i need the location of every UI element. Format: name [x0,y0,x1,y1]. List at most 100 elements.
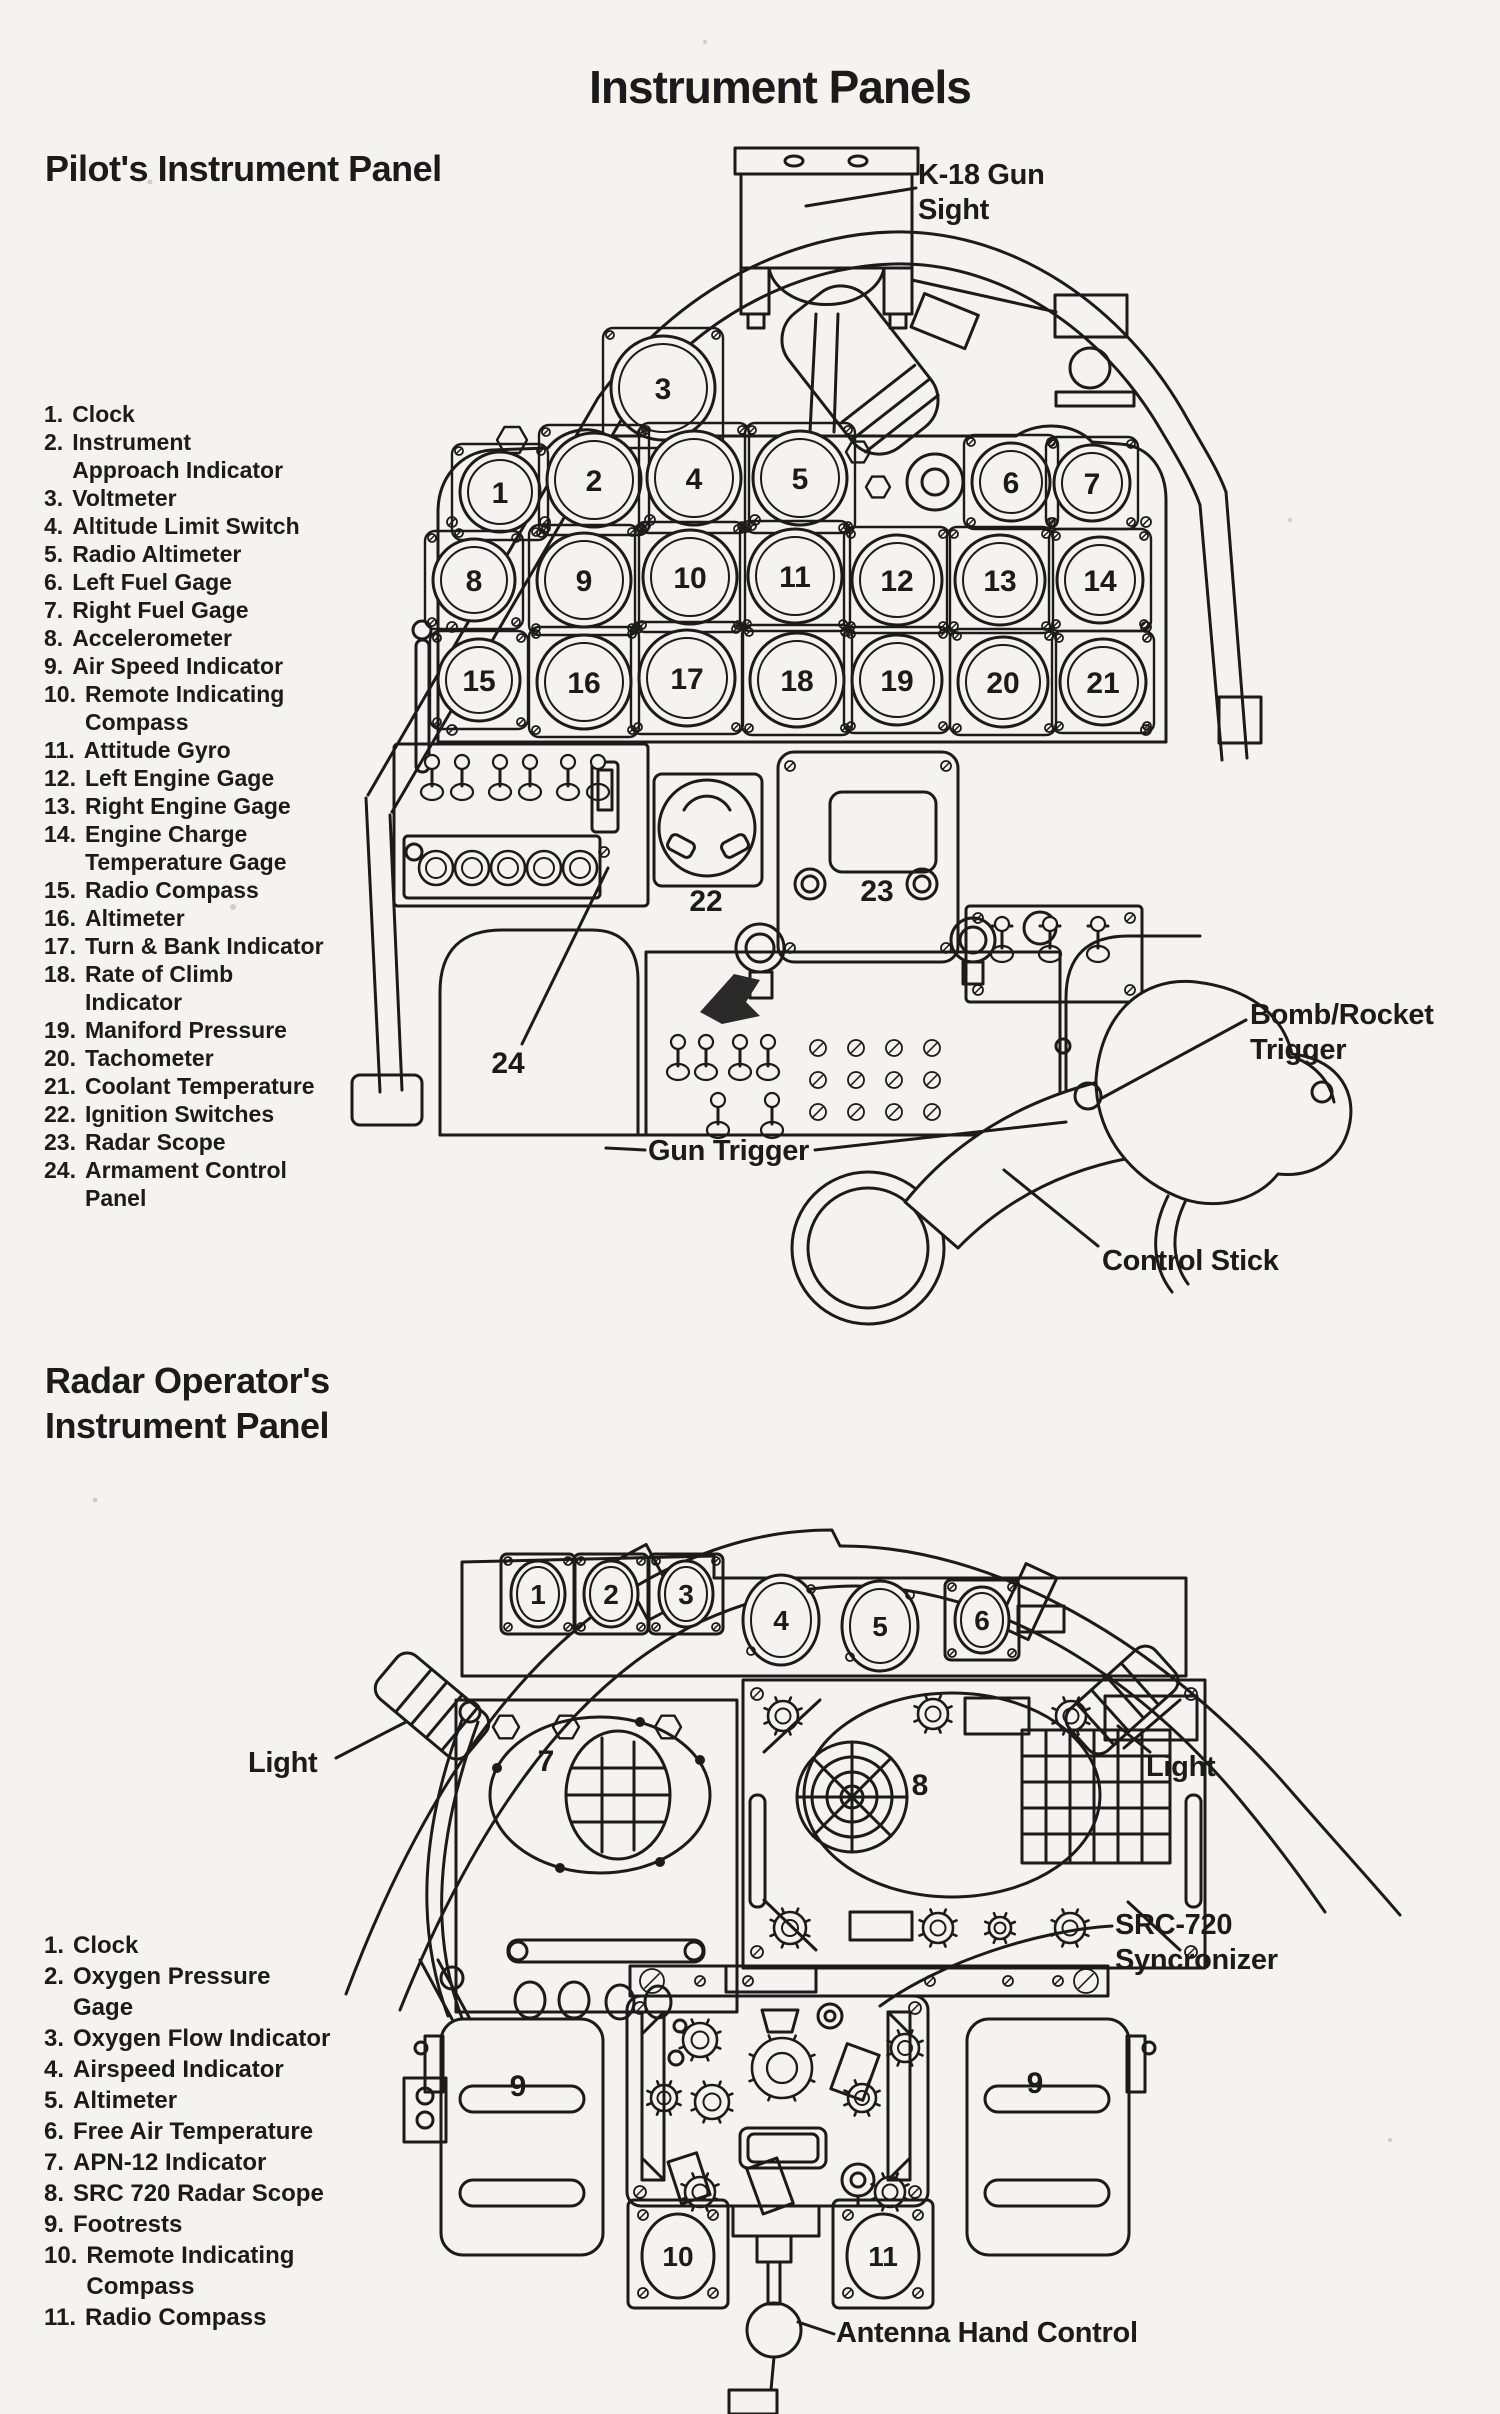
legend-item-label: Left Fuel Gage [72,569,232,595]
legend-item: 4.Altitude Limit Switch [44,512,374,540]
gauge-5: 5 [840,1579,920,1673]
legend-item: 9. Footrests [44,2209,374,2240]
radar-section-heading: Radar Operator's Instrument Panel [45,1360,330,1446]
svg-text:11: 11 [779,561,811,594]
legend-item: 8.SRC 720 Radar Scope [44,2178,374,2209]
legend-item-label: Radio Compass [85,2304,267,2331]
gauge-18: 18 [740,623,854,737]
legend-item-number: 9. [44,653,64,679]
legend-item-label: Free Air Temperature [73,2118,314,2145]
legend-item-number: 7. [44,2149,65,2176]
svg-text:9: 9 [510,2070,527,2103]
legend-item: 7. APN-12 Indicator [44,2147,374,2178]
antenna-hand-control-drawing [727,2204,821,2414]
legend-item-number: 12. [44,765,76,791]
legend-item: 13.Right Engine Gage [44,792,374,820]
svg-text:6: 6 [974,1605,990,1636]
legend-item-label: Rate of Climb Indicator [84,961,234,1015]
svg-text:4: 4 [773,1605,789,1636]
svg-text:2: 2 [586,465,603,498]
k18-gun-sight-drawing [733,146,920,434]
k18-leader-line [804,186,918,208]
legend-item: 1.Clock [44,400,374,428]
light-fixture-left [373,1651,491,1761]
remote-compass-drawing [626,2198,730,2310]
legend-item-label: Oxygen Flow Indicator [73,2025,331,2052]
gauge-11: 11 [868,2241,898,2272]
svg-text:15: 15 [462,665,495,698]
footrest-right-drawing [965,2017,1157,2257]
legend-item-label: Altitude Limit Switch [72,513,300,539]
legend-item-label: Ignition Switches [84,1101,275,1127]
gun-trigger-leader [813,1120,1068,1152]
legend-item-number: 8. [44,2180,65,2207]
antenna-leader [796,2320,836,2336]
apn12-panel-drawing [454,1698,739,2021]
svg-text:4: 4 [686,463,703,496]
callout-light-left: Light [248,1747,318,1779]
legend-item-number: 9. [44,2211,65,2238]
legend-item-label: Turn & Bank Indicator [84,933,324,959]
gauge-5: 5 [743,421,857,535]
legend-item-number: 3. [44,2025,65,2052]
legend-item: 4.Airspeed Indicator [44,2054,374,2085]
gauge-9: 9 [510,2070,527,2103]
legend-item-number: 10. [44,2242,78,2269]
svg-text:3: 3 [655,373,672,406]
legend-item-number: 14. [44,821,76,847]
gauge-21: 21 [1050,629,1156,735]
legend-item-label: Footrests [73,2211,183,2238]
src720-scope-panel-drawing [741,1678,1207,1970]
gauge-1: 1 [499,1552,577,1636]
legend-item-label: Radar Scope [84,1129,226,1155]
legend-item-label: APN-12 Indicator [73,2149,267,2176]
gauge-22: 22 [689,885,722,918]
legend-item-number: 1. [44,401,64,427]
svg-text:17: 17 [670,663,703,696]
legend-item-label: Maniford Pressure [84,1017,287,1043]
svg-text:3: 3 [678,1579,694,1610]
legend-item: 20.Tachometer [44,1044,374,1072]
legend-item: 5.Radio Altimeter [44,540,374,568]
pilot-section-heading: Pilot's Instrument Panel [45,148,442,189]
legend-item-number: 8. [44,625,64,651]
legend-item: 8. Accelerometer [44,624,374,652]
legend-item-label: Remote Indicating Compass [84,681,285,735]
ignition-switch-drawing [652,772,764,888]
gauge-20: 20 [948,627,1058,737]
gauge-17: 17 [629,620,745,736]
svg-text:18: 18 [780,665,813,698]
svg-text:20: 20 [986,667,1019,700]
light-left-leader [334,1720,408,1760]
gauge-3: 3 [601,326,725,450]
legend-item-number: 22. [44,1101,76,1127]
svg-text:13: 13 [983,565,1016,598]
gauge-8: 8 [912,1769,929,1802]
gauge-4: 4 [741,1573,821,1667]
legend-item: 16.Altimeter [44,904,374,932]
pilot-panel-drawing [350,146,1353,1326]
callout-light-right: Light [1146,1751,1216,1783]
legend-item: 18.Rate of Climb Indicator [44,960,374,1016]
gauge-2: 2 [537,423,651,537]
gauge-13: 13 [945,525,1055,635]
legend-item: 22. Ignition Switches [44,1100,374,1128]
radar-scope-drawing [776,750,960,964]
legend-item-label: Right Engine Gage [84,793,291,819]
svg-text:24: 24 [491,1047,525,1080]
gauge-19: 19 [842,625,952,735]
gauge-9: 9 [527,523,641,637]
legend-item: 10.Remote Indicating Compass [44,680,374,736]
gauge-15: 15 [428,629,530,731]
legend-item-number: 15. [44,877,76,903]
legend-item-label: Engine Charge Temperature Gage [84,821,287,875]
svg-text:6: 6 [1003,467,1020,500]
control-stick-leader [1002,1168,1100,1248]
legend-item-label: Accelerometer [72,625,232,651]
legend-item-number: 21. [44,1073,76,1099]
gauge-7: 7 [1044,435,1140,531]
legend-item: 11.Attitude Gyro [44,736,374,764]
